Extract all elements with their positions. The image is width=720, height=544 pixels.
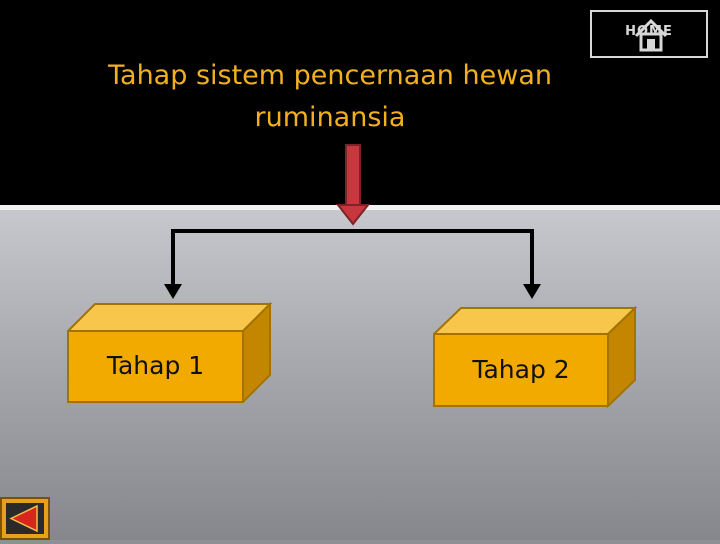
stage-box-1-shape [67,302,272,403]
title-line-1: Tahap sistem pencernaan hewan [108,60,552,91]
stage-box-1-label: Tahap 1 [106,351,205,380]
down-arrow-head [335,204,371,226]
left-branch-arrowhead [164,284,182,299]
down-arrow-shaft [345,144,361,208]
stage-box-2-shape [433,306,637,408]
home-label: HOME [625,24,673,39]
slide-title: Tahap sistem pencernaan hewan ruminansia [60,55,600,139]
title-line-2: ruminansia [254,102,406,133]
back-arrow-icon [0,497,50,540]
home-button[interactable]: HOME [590,10,708,58]
back-button[interactable] [0,497,50,540]
stage-box-2[interactable]: Tahap 2 [433,306,637,408]
stage-box-2-label: Tahap 2 [472,355,570,384]
house-icon [634,18,668,52]
right-branch-arrowhead [523,284,541,299]
stage-box-1[interactable]: Tahap 1 [67,302,272,403]
branch-line [171,229,534,290]
